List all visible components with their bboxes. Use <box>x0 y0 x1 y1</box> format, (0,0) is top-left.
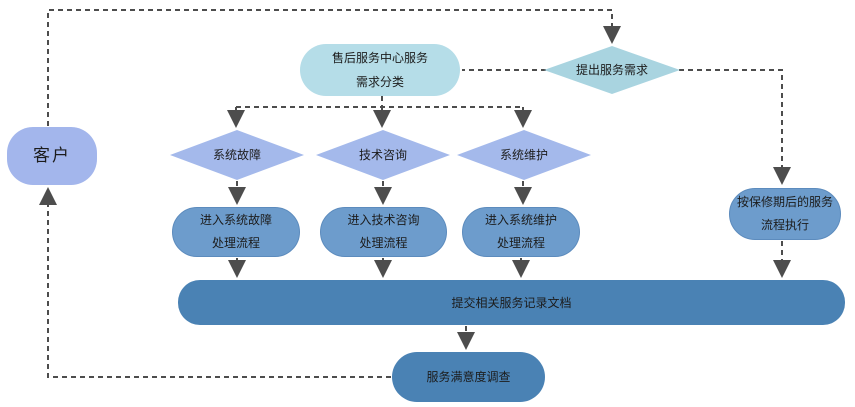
maintain-process-label-line2: 处理流程 <box>496 236 545 250</box>
warranty-process-label-line1: 按保修期后的服务 <box>736 195 833 209</box>
service-center-label-line2: 需求分类 <box>355 75 404 89</box>
consult-process-node[interactable]: 进入技术咨询 处理流程 <box>320 207 447 257</box>
edge-customer-to-propose <box>47 9 621 126</box>
submit-records-label: 提交相关服务记录文档 <box>451 295 572 310</box>
customer-label: 客户 <box>33 146 71 166</box>
service-center-label-line1: 售后服务中心服务 <box>331 51 428 65</box>
fault-process-node[interactable]: 进入系统故障 处理流程 <box>172 207 300 257</box>
system-maintain-label: 系统维护 <box>499 148 548 162</box>
consult-process-label-line2: 处理流程 <box>359 236 408 250</box>
warranty-process-label-line2: 流程执行 <box>760 218 809 232</box>
tech-consult-label: 技术咨询 <box>358 148 407 162</box>
satisfaction-survey-node[interactable]: 服务满意度调查 <box>392 352 545 402</box>
maintain-process-label-line1: 进入系统维护 <box>484 213 557 227</box>
system-fault-label: 系统故障 <box>212 148 261 162</box>
consult-process-label-line1: 进入技术咨询 <box>347 213 420 227</box>
fault-process-label-line1: 进入系统故障 <box>199 213 272 227</box>
fault-process-label-line2: 处理流程 <box>211 236 260 250</box>
warranty-process-node[interactable]: 按保修期后的服务 流程执行 <box>729 188 841 240</box>
satisfaction-survey-label: 服务满意度调查 <box>426 370 511 384</box>
edge-propose-to-warranty <box>679 69 791 185</box>
submit-records-node[interactable]: 提交相关服务记录文档 <box>178 280 845 325</box>
maintain-process-node[interactable]: 进入系统维护 处理流程 <box>462 207 580 257</box>
edge-satisfaction-to-customer <box>39 187 391 378</box>
propose-demand-label: 提出服务需求 <box>575 63 648 77</box>
customer-node[interactable]: 客户 <box>7 127 97 185</box>
service-center-node[interactable]: 售后服务中心服务 需求分类 <box>300 44 460 96</box>
